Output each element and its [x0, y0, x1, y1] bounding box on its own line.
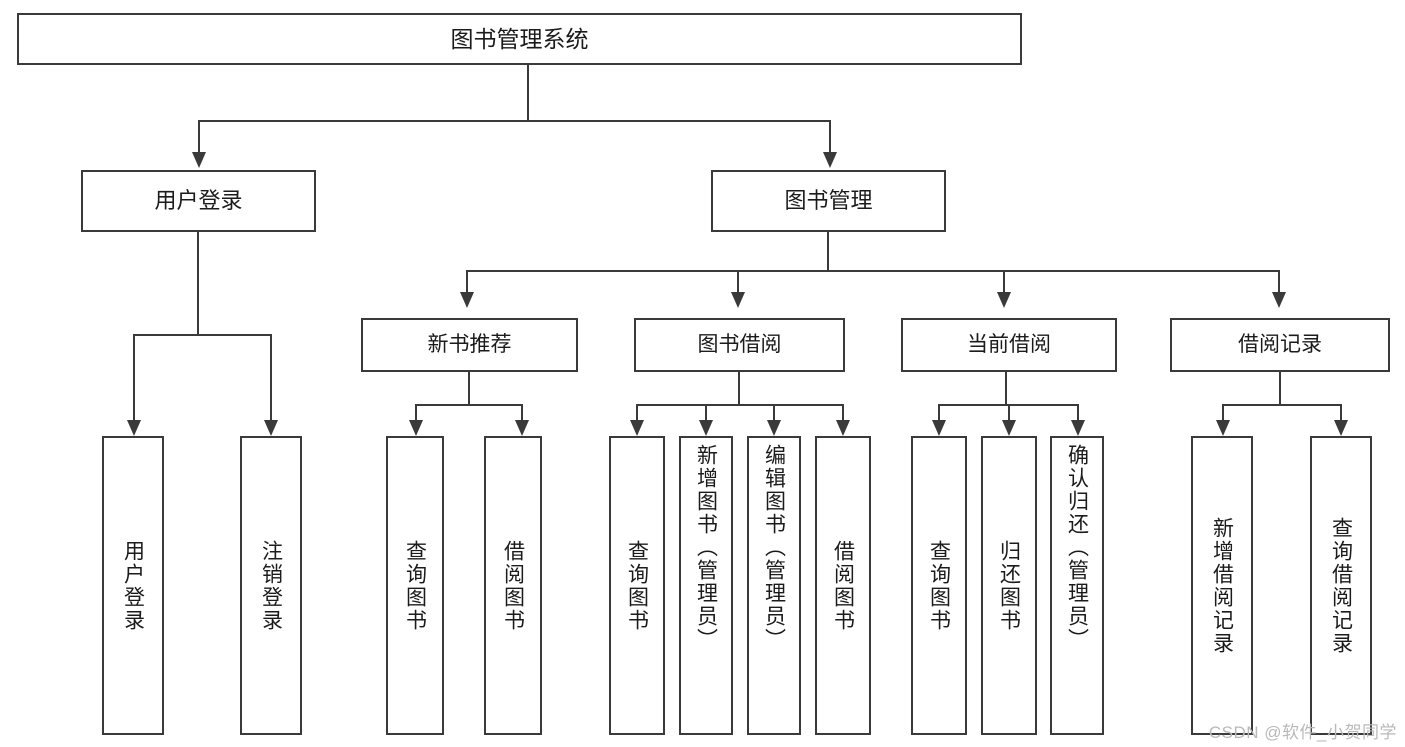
node-label: 新书推荐	[427, 332, 512, 356]
node-label: 用户登录	[154, 188, 243, 214]
connector-userlogin-to-leaf2	[270, 334, 272, 420]
node-label: 图书管理系统	[450, 25, 589, 52]
connector-current-leaf1	[938, 404, 940, 420]
arrowhead-current-leaf1	[932, 420, 946, 436]
connector-borrow-leaf3	[773, 404, 775, 420]
connector-borrow-stem	[738, 372, 740, 404]
connector-bookmgmt-to-record	[1278, 270, 1280, 292]
node-label: 图书借阅	[697, 332, 782, 356]
node-label: 确认归还（管理员）	[1065, 444, 1089, 651]
connector-bookmgmt-stem	[827, 232, 829, 270]
arrowhead-bookmgmt-newbook	[460, 292, 474, 308]
node-user-login[interactable]: 用户登录	[81, 170, 316, 232]
node-label: 借阅图书	[501, 539, 525, 632]
arrowhead-root-to-bookmgmt	[823, 152, 837, 168]
connector-root-to-bookmgmt	[829, 120, 831, 152]
connector-userlogin-stem	[197, 232, 199, 334]
node-root-system[interactable]: 图书管理系统	[17, 13, 1022, 65]
connector-root-to-userlogin	[198, 120, 200, 152]
connector-userlogin-bus	[133, 334, 272, 336]
node-label: 图书管理	[784, 188, 873, 214]
arrowhead-newbook-leaf1	[409, 420, 423, 436]
node-new-book-recommend[interactable]: 新书推荐	[361, 318, 578, 372]
connector-current-leaf3	[1077, 404, 1079, 420]
node-label: 新增图书（管理员）	[694, 444, 718, 651]
arrowhead-bookmgmt-borrow	[731, 292, 745, 308]
node-label: 借阅图书	[831, 539, 855, 632]
arrowhead-borrow-leaf2	[699, 420, 713, 436]
arrowhead-bookmgmt-current	[997, 292, 1011, 308]
connector-record-leaf1	[1222, 404, 1224, 420]
leaf-confirm-return-admin[interactable]: 确认归还（管理员）	[1050, 436, 1104, 735]
leaf-user-login[interactable]: 用户登录	[102, 436, 164, 735]
leaf-borrow-book-newbook[interactable]: 借阅图书	[484, 436, 542, 735]
node-borrow-record[interactable]: 借阅记录	[1170, 318, 1390, 372]
connector-borrow-bus	[636, 404, 844, 406]
connector-bookmgmt-bus	[466, 270, 1280, 272]
node-label: 编辑图书（管理员）	[762, 444, 786, 651]
connector-bookmgmt-to-newbook	[466, 270, 468, 292]
connector-userlogin-to-leaf1	[133, 334, 135, 420]
connector-root-bus	[198, 120, 830, 122]
arrowhead-record-leaf1	[1216, 420, 1230, 436]
leaf-query-book-current[interactable]: 查询图书	[911, 436, 967, 735]
arrowhead-bookmgmt-record	[1272, 292, 1286, 308]
connector-newbook-leaf1	[415, 404, 417, 420]
leaf-add-book-admin[interactable]: 新增图书（管理员）	[679, 436, 733, 735]
node-label: 新增借阅记录	[1210, 516, 1234, 655]
arrowhead-borrow-leaf3	[767, 420, 781, 436]
arrowhead-userlogin-leaf2	[264, 420, 278, 436]
connector-newbook-bus	[415, 404, 523, 406]
leaf-add-borrow-record[interactable]: 新增借阅记录	[1191, 436, 1253, 735]
arrowhead-borrow-leaf1	[630, 420, 644, 436]
connector-current-leaf2	[1008, 404, 1010, 420]
node-label: 查询图书	[403, 539, 427, 632]
node-label: 借阅记录	[1238, 332, 1322, 356]
node-label: 注销登录	[259, 539, 283, 632]
node-book-borrow[interactable]: 图书借阅	[634, 318, 845, 372]
leaf-query-borrow-record[interactable]: 查询借阅记录	[1310, 436, 1372, 735]
connector-record-stem	[1279, 372, 1281, 404]
node-label: 当前借阅	[967, 332, 1051, 356]
arrowhead-current-leaf2	[1002, 420, 1016, 436]
connector-record-bus	[1222, 404, 1342, 406]
connector-newbook-leaf2	[521, 404, 523, 420]
connector-bookmgmt-to-borrow	[737, 270, 739, 292]
leaf-return-book[interactable]: 归还图书	[981, 436, 1037, 735]
connector-borrow-leaf2	[705, 404, 707, 420]
connector-current-stem	[1005, 372, 1007, 404]
leaf-query-book-newbook[interactable]: 查询图书	[386, 436, 444, 735]
connector-record-leaf2	[1340, 404, 1342, 420]
node-label: 用户登录	[121, 539, 145, 632]
leaf-edit-book-admin[interactable]: 编辑图书（管理员）	[747, 436, 801, 735]
leaf-borrow-book-borrow[interactable]: 借阅图书	[815, 436, 871, 735]
arrowhead-borrow-leaf4	[836, 420, 850, 436]
node-label: 查询图书	[927, 539, 951, 632]
leaf-logout[interactable]: 注销登录	[240, 436, 302, 735]
connector-borrow-leaf4	[842, 404, 844, 420]
node-current-borrow[interactable]: 当前借阅	[901, 318, 1117, 372]
node-book-management[interactable]: 图书管理	[711, 170, 946, 232]
arrowhead-current-leaf3	[1071, 420, 1085, 436]
arrowhead-record-leaf2	[1334, 420, 1348, 436]
arrowhead-newbook-leaf2	[515, 420, 529, 436]
node-label: 查询图书	[625, 539, 649, 632]
arrowhead-userlogin-leaf1	[127, 420, 141, 436]
connector-root-stem	[527, 65, 529, 120]
connector-newbook-stem	[468, 372, 470, 404]
leaf-query-book-borrow[interactable]: 查询图书	[609, 436, 665, 735]
node-label: 归还图书	[997, 539, 1021, 632]
connector-bookmgmt-to-current	[1003, 270, 1005, 292]
node-label: 查询借阅记录	[1329, 516, 1353, 655]
arrowhead-root-to-userlogin	[192, 152, 206, 168]
connector-borrow-leaf1	[636, 404, 638, 420]
